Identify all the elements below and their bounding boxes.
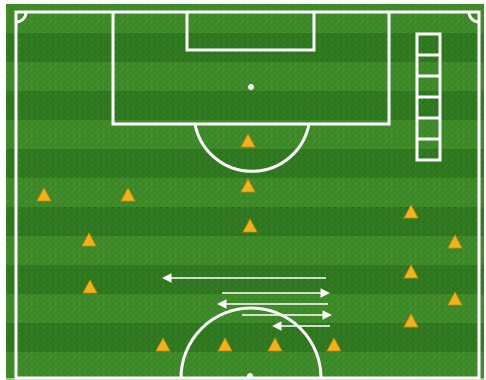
penalty-spot [248,84,254,90]
centre-spot [247,373,253,379]
